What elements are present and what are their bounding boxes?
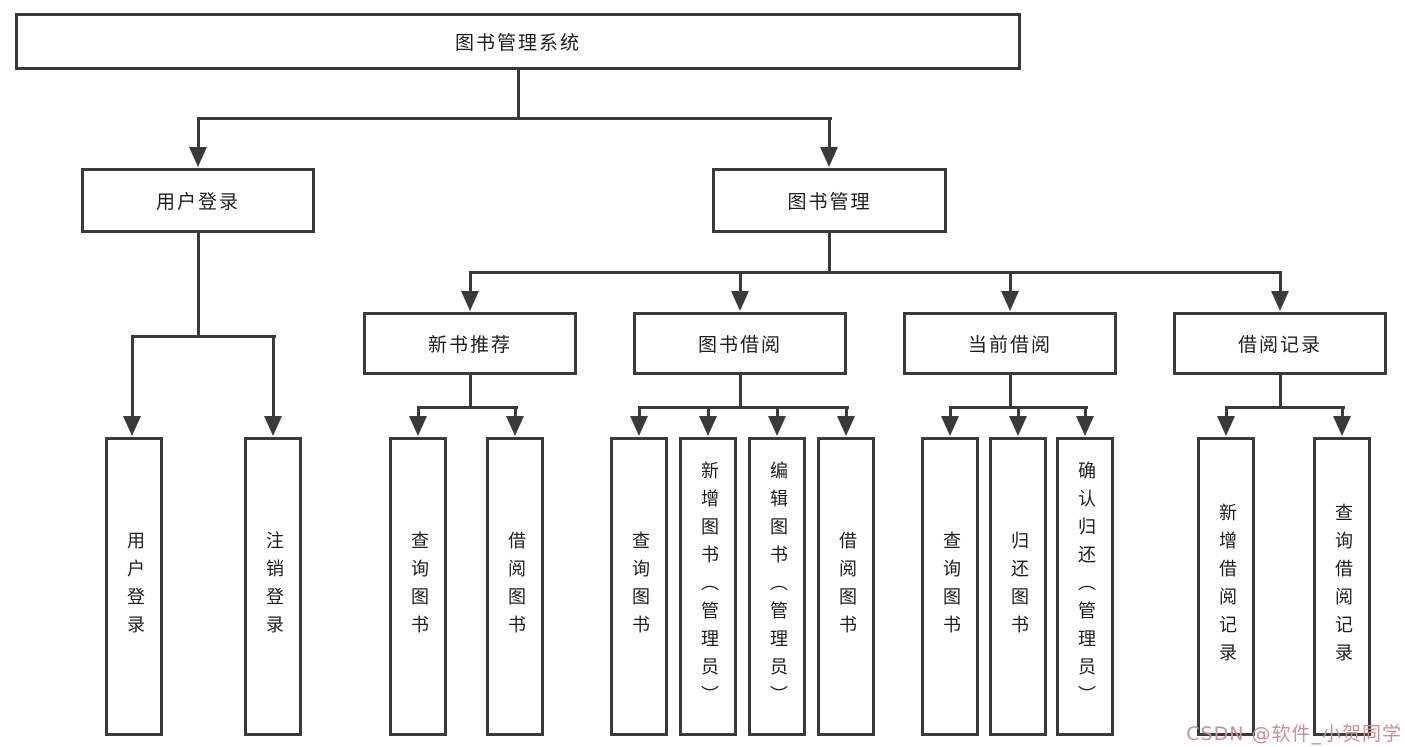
node-new-book-recommend-label: 新书推荐 xyxy=(427,334,512,356)
connector-line-vertical xyxy=(517,70,520,118)
watermark: CSDN @软件_小贺同学 xyxy=(1186,723,1402,745)
connector-line-vertical xyxy=(469,271,472,294)
arrowhead-down-icon xyxy=(941,416,959,436)
leaf-records-add-record-label: 新增借阅记录 xyxy=(1216,502,1237,671)
leaf-records-add-record: 新增借阅记录 xyxy=(1197,437,1255,736)
node-user-login-label: 用户登录 xyxy=(155,191,240,213)
connector-line-vertical xyxy=(845,406,848,419)
connector-line-vertical xyxy=(417,406,420,419)
node-current-borrowing-label: 当前借阅 xyxy=(967,334,1052,356)
connector-line-vertical xyxy=(828,233,831,273)
leaf-current-return-books-label: 归还图书 xyxy=(1008,530,1029,643)
leaf-borrowing-query-books: 查询图书 xyxy=(610,437,668,736)
arrowhead-down-icon xyxy=(731,291,749,311)
leaf-borrowing-edit-books-admin: 编辑图书（管理员） xyxy=(748,437,806,736)
connector-line-vertical xyxy=(1279,375,1282,408)
leaf-newbooks-query-books: 查询图书 xyxy=(389,437,447,736)
leaf-borrowing-add-books-admin-label: 新增图书（管理员） xyxy=(698,460,719,713)
node-book-management-label: 图书管理 xyxy=(787,191,872,213)
arrowhead-down-icon xyxy=(1271,291,1289,311)
leaf-records-query-record-label: 查询借阅记录 xyxy=(1332,502,1353,671)
leaf-records-query-record: 查询借阅记录 xyxy=(1313,437,1371,736)
arrowhead-down-icon xyxy=(123,416,141,436)
connector-line-vertical xyxy=(197,117,200,151)
connector-line-vertical xyxy=(776,406,779,419)
leaf-user-login-label: 用户登录 xyxy=(124,530,145,643)
connector-line-horizontal xyxy=(469,271,1282,274)
leaf-newbooks-query-books-label: 查询图书 xyxy=(408,530,429,643)
connector-line-vertical xyxy=(739,375,742,408)
node-user-login: 用户登录 xyxy=(81,168,315,233)
arrowhead-down-icon xyxy=(1001,291,1019,311)
leaf-current-return-books: 归还图书 xyxy=(989,437,1047,736)
arrowhead-down-icon xyxy=(189,147,207,167)
connector-line-horizontal xyxy=(197,117,832,120)
arrowhead-down-icon xyxy=(699,416,717,436)
leaf-user-login: 用户登录 xyxy=(105,437,163,736)
connector-line-vertical xyxy=(949,406,952,419)
leaf-borrowing-borrow-books: 借阅图书 xyxy=(817,437,875,736)
leaf-borrowing-query-books-label: 查询图书 xyxy=(629,530,650,643)
connector-line-vertical xyxy=(828,117,831,151)
connector-line-vertical xyxy=(1225,406,1228,419)
arrowhead-down-icon xyxy=(1217,416,1235,436)
connector-line-vertical xyxy=(1279,271,1282,294)
leaf-borrowing-edit-books-admin-label: 编辑图书（管理员） xyxy=(767,460,788,713)
connector-line-horizontal xyxy=(131,335,276,338)
connector-line-vertical xyxy=(1009,271,1012,294)
arrowhead-down-icon xyxy=(820,147,838,167)
arrowhead-down-icon xyxy=(1333,416,1351,436)
connector-line-vertical xyxy=(272,335,275,418)
leaf-borrowing-add-books-admin: 新增图书（管理员） xyxy=(679,437,737,736)
connector-line-horizontal xyxy=(1225,406,1345,409)
leaf-logout: 注销登录 xyxy=(244,437,302,736)
node-book-borrowing: 图书借阅 xyxy=(633,312,847,375)
connector-line-vertical xyxy=(1084,406,1087,419)
connector-line-vertical xyxy=(197,233,200,336)
arrowhead-down-icon xyxy=(1076,416,1094,436)
connector-line-vertical xyxy=(469,375,472,408)
leaf-borrowing-borrow-books-label: 借阅图书 xyxy=(836,530,857,643)
node-current-borrowing: 当前借阅 xyxy=(903,312,1117,375)
connector-line-vertical xyxy=(1017,406,1020,419)
arrowhead-down-icon xyxy=(768,416,786,436)
node-borrow-records: 借阅记录 xyxy=(1173,312,1387,375)
node-new-book-recommend: 新书推荐 xyxy=(363,312,577,375)
leaf-current-query-books: 查询图书 xyxy=(921,437,979,736)
arrowhead-down-icon xyxy=(409,416,427,436)
connector-line-vertical xyxy=(739,271,742,294)
arrowhead-down-icon xyxy=(837,416,855,436)
connector-line-vertical xyxy=(707,406,710,419)
arrowhead-down-icon xyxy=(1009,416,1027,436)
connector-line-vertical xyxy=(1009,375,1012,408)
leaf-newbooks-borrow-books-label: 借阅图书 xyxy=(505,530,526,643)
node-library-system: 图书管理系统 xyxy=(15,13,1021,70)
connector-line-vertical xyxy=(131,335,134,418)
node-book-borrowing-label: 图书借阅 xyxy=(697,334,782,356)
leaf-current-confirm-return-admin-label: 确认归还（管理员） xyxy=(1075,460,1096,713)
leaf-newbooks-borrow-books: 借阅图书 xyxy=(486,437,544,736)
connector-line-horizontal xyxy=(417,406,518,409)
leaf-current-confirm-return-admin: 确认归还（管理员） xyxy=(1056,437,1114,736)
arrowhead-down-icon xyxy=(461,291,479,311)
connector-line-vertical xyxy=(638,406,641,419)
connector-line-horizontal xyxy=(949,406,1088,409)
arrowhead-down-icon xyxy=(506,416,524,436)
connector-line-vertical xyxy=(1341,406,1344,419)
arrowhead-down-icon xyxy=(264,416,282,436)
connector-line-vertical xyxy=(514,406,517,419)
node-library-system-label: 图书管理系统 xyxy=(454,32,581,54)
node-book-management: 图书管理 xyxy=(712,168,947,233)
connector-line-horizontal xyxy=(638,406,849,409)
leaf-current-query-books-label: 查询图书 xyxy=(940,530,961,643)
arrowhead-down-icon xyxy=(630,416,648,436)
node-borrow-records-label: 借阅记录 xyxy=(1237,334,1322,356)
leaf-logout-label: 注销登录 xyxy=(263,530,284,643)
